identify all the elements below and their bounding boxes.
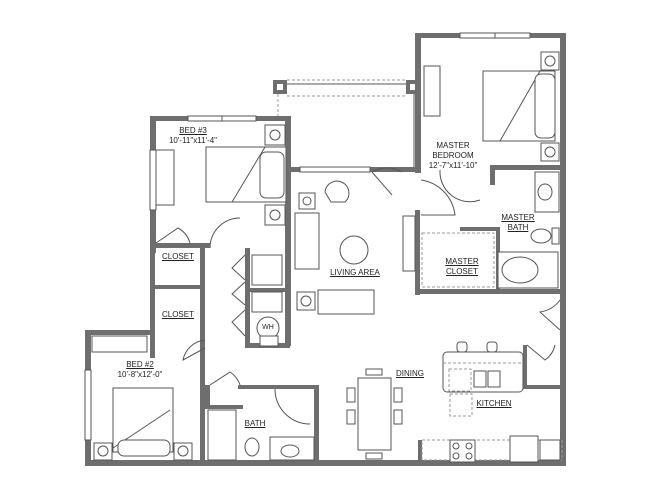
- room-name: CLOSET: [161, 252, 194, 261]
- room-name-line1: MASTER: [436, 141, 470, 150]
- kitchen-fixtures: [421, 341, 563, 463]
- room-label-bed2: BED #2 10'-8"x12'-0": [110, 360, 170, 380]
- dining-furniture: [346, 368, 403, 460]
- room-label-dining: DINING: [394, 369, 426, 379]
- room-name: BATH: [244, 419, 266, 428]
- doors: [155, 167, 561, 425]
- bath-fixtures: [207, 409, 315, 461]
- room-label-master-bath: MASTER BATH: [500, 213, 536, 233]
- master-furniture: [402, 51, 560, 272]
- room-dimensions: 12'-7"x11'-10": [428, 161, 478, 170]
- room-label-bath: BATH: [240, 419, 270, 429]
- bed2-furniture: [91, 335, 193, 461]
- room-name-line1: MASTER: [501, 213, 535, 222]
- patio: [277, 79, 415, 167]
- room-label-closet-1: CLOSET: [158, 252, 198, 262]
- room-name: BED #2: [126, 360, 154, 369]
- room-name: DINING: [396, 369, 424, 378]
- room-label-bed3: BED #3 10'-11"x11'-4": [158, 126, 228, 146]
- room-label-master-bedroom: MASTER BEDROOM 12'-7"x11'-10": [428, 141, 478, 171]
- room-name: LIVING AREA: [330, 268, 380, 277]
- room-name-line2: BEDROOM: [432, 151, 474, 160]
- room-name: BED #3: [179, 126, 207, 135]
- living-furniture: [294, 180, 375, 315]
- room-name: CLOSET: [161, 310, 194, 319]
- room-dimensions: 10'-11"x11'-4": [168, 136, 218, 145]
- bed3-furniture: [155, 124, 287, 226]
- master-bath-fixtures: [421, 171, 560, 289]
- room-name-line1: MASTER: [445, 257, 479, 266]
- room-name: KITCHEN: [476, 399, 512, 408]
- room-name-line2: CLOSET: [445, 267, 478, 276]
- room-name-line2: BATH: [507, 223, 529, 232]
- room-label-kitchen: KITCHEN: [474, 399, 514, 409]
- windows: [84, 32, 531, 441]
- laundry-fixtures: [251, 254, 283, 347]
- wh-text: WH: [262, 324, 274, 331]
- water-heater-label: WH: [258, 323, 278, 333]
- room-label-living-area: LIVING AREA: [328, 268, 382, 278]
- room-dimensions: 10'-8"x12'-0": [117, 370, 163, 379]
- room-label-master-closet: MASTER CLOSET: [444, 257, 480, 277]
- room-label-closet-2: CLOSET: [158, 310, 198, 320]
